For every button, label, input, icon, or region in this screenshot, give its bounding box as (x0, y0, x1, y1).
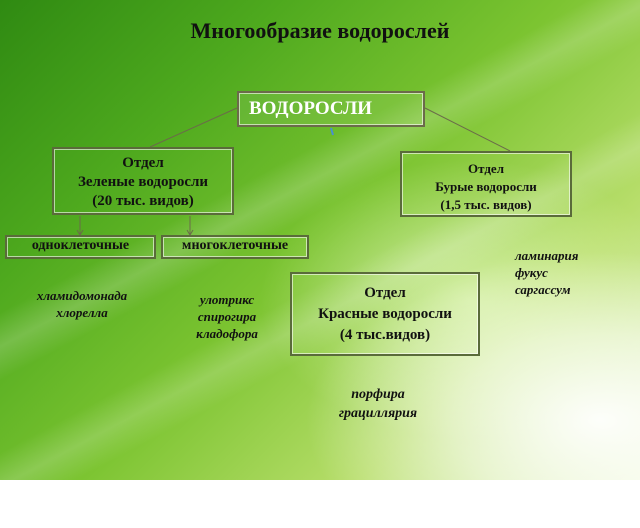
brown-examples: ламинария фукус саргассум (515, 247, 625, 298)
example-item: кладофора (196, 326, 258, 341)
example-item: улотрикс (199, 292, 255, 307)
green-division-line3: (20 тыс. видов) (92, 193, 194, 209)
example-item: ламинария (515, 248, 579, 263)
example-item: саргассум (515, 282, 571, 297)
connector-root-brown (424, 107, 511, 152)
green-division-line2: Зеленые водоросли (77, 174, 209, 190)
green-division-box: Отдел Зеленые водоросли (20 тыс. видов) (52, 147, 234, 215)
example-item: грациллярия (338, 406, 418, 421)
unicellular-box: одноклеточные (5, 235, 156, 259)
green-division-line1: Отдел (122, 155, 164, 171)
connector-lines (76, 107, 511, 236)
root-marker (330, 127, 334, 136)
red-examples: порфира грациллярия (318, 385, 438, 423)
multicellular-examples: улотрикс спирогира кладофора (182, 291, 272, 342)
connector-root-green (149, 107, 238, 148)
example-item: спирогира (197, 309, 257, 324)
example-item: порфира (351, 387, 405, 402)
brown-division-box: Отдел Бурые водоросли (1,5 тыс. видов) (400, 151, 572, 217)
red-division-line1: Отдел (364, 285, 406, 301)
multicellular-box: многоклеточные (161, 235, 309, 259)
red-division-line2: Красные водоросли (318, 306, 452, 322)
brown-division-line2: Бурые водоросли (435, 179, 537, 194)
root-box: ВОДОРОСЛИ (237, 91, 425, 127)
red-division-line3: (4 тыс.видов) (339, 327, 431, 343)
red-division-box: Отдел Красные водоросли (4 тыс.видов) (290, 272, 480, 356)
example-item: хламидомонада (36, 288, 128, 303)
example-item: фукус (515, 265, 548, 280)
example-item: хлорелла (56, 305, 108, 320)
brown-division-line1: Отдел (468, 161, 504, 176)
page-title: Многообразие водорослей (190, 18, 450, 43)
unicellular-examples: хламидомонада хлорелла (22, 287, 142, 321)
brown-division-line3: (1,5 тыс. видов) (440, 197, 532, 212)
